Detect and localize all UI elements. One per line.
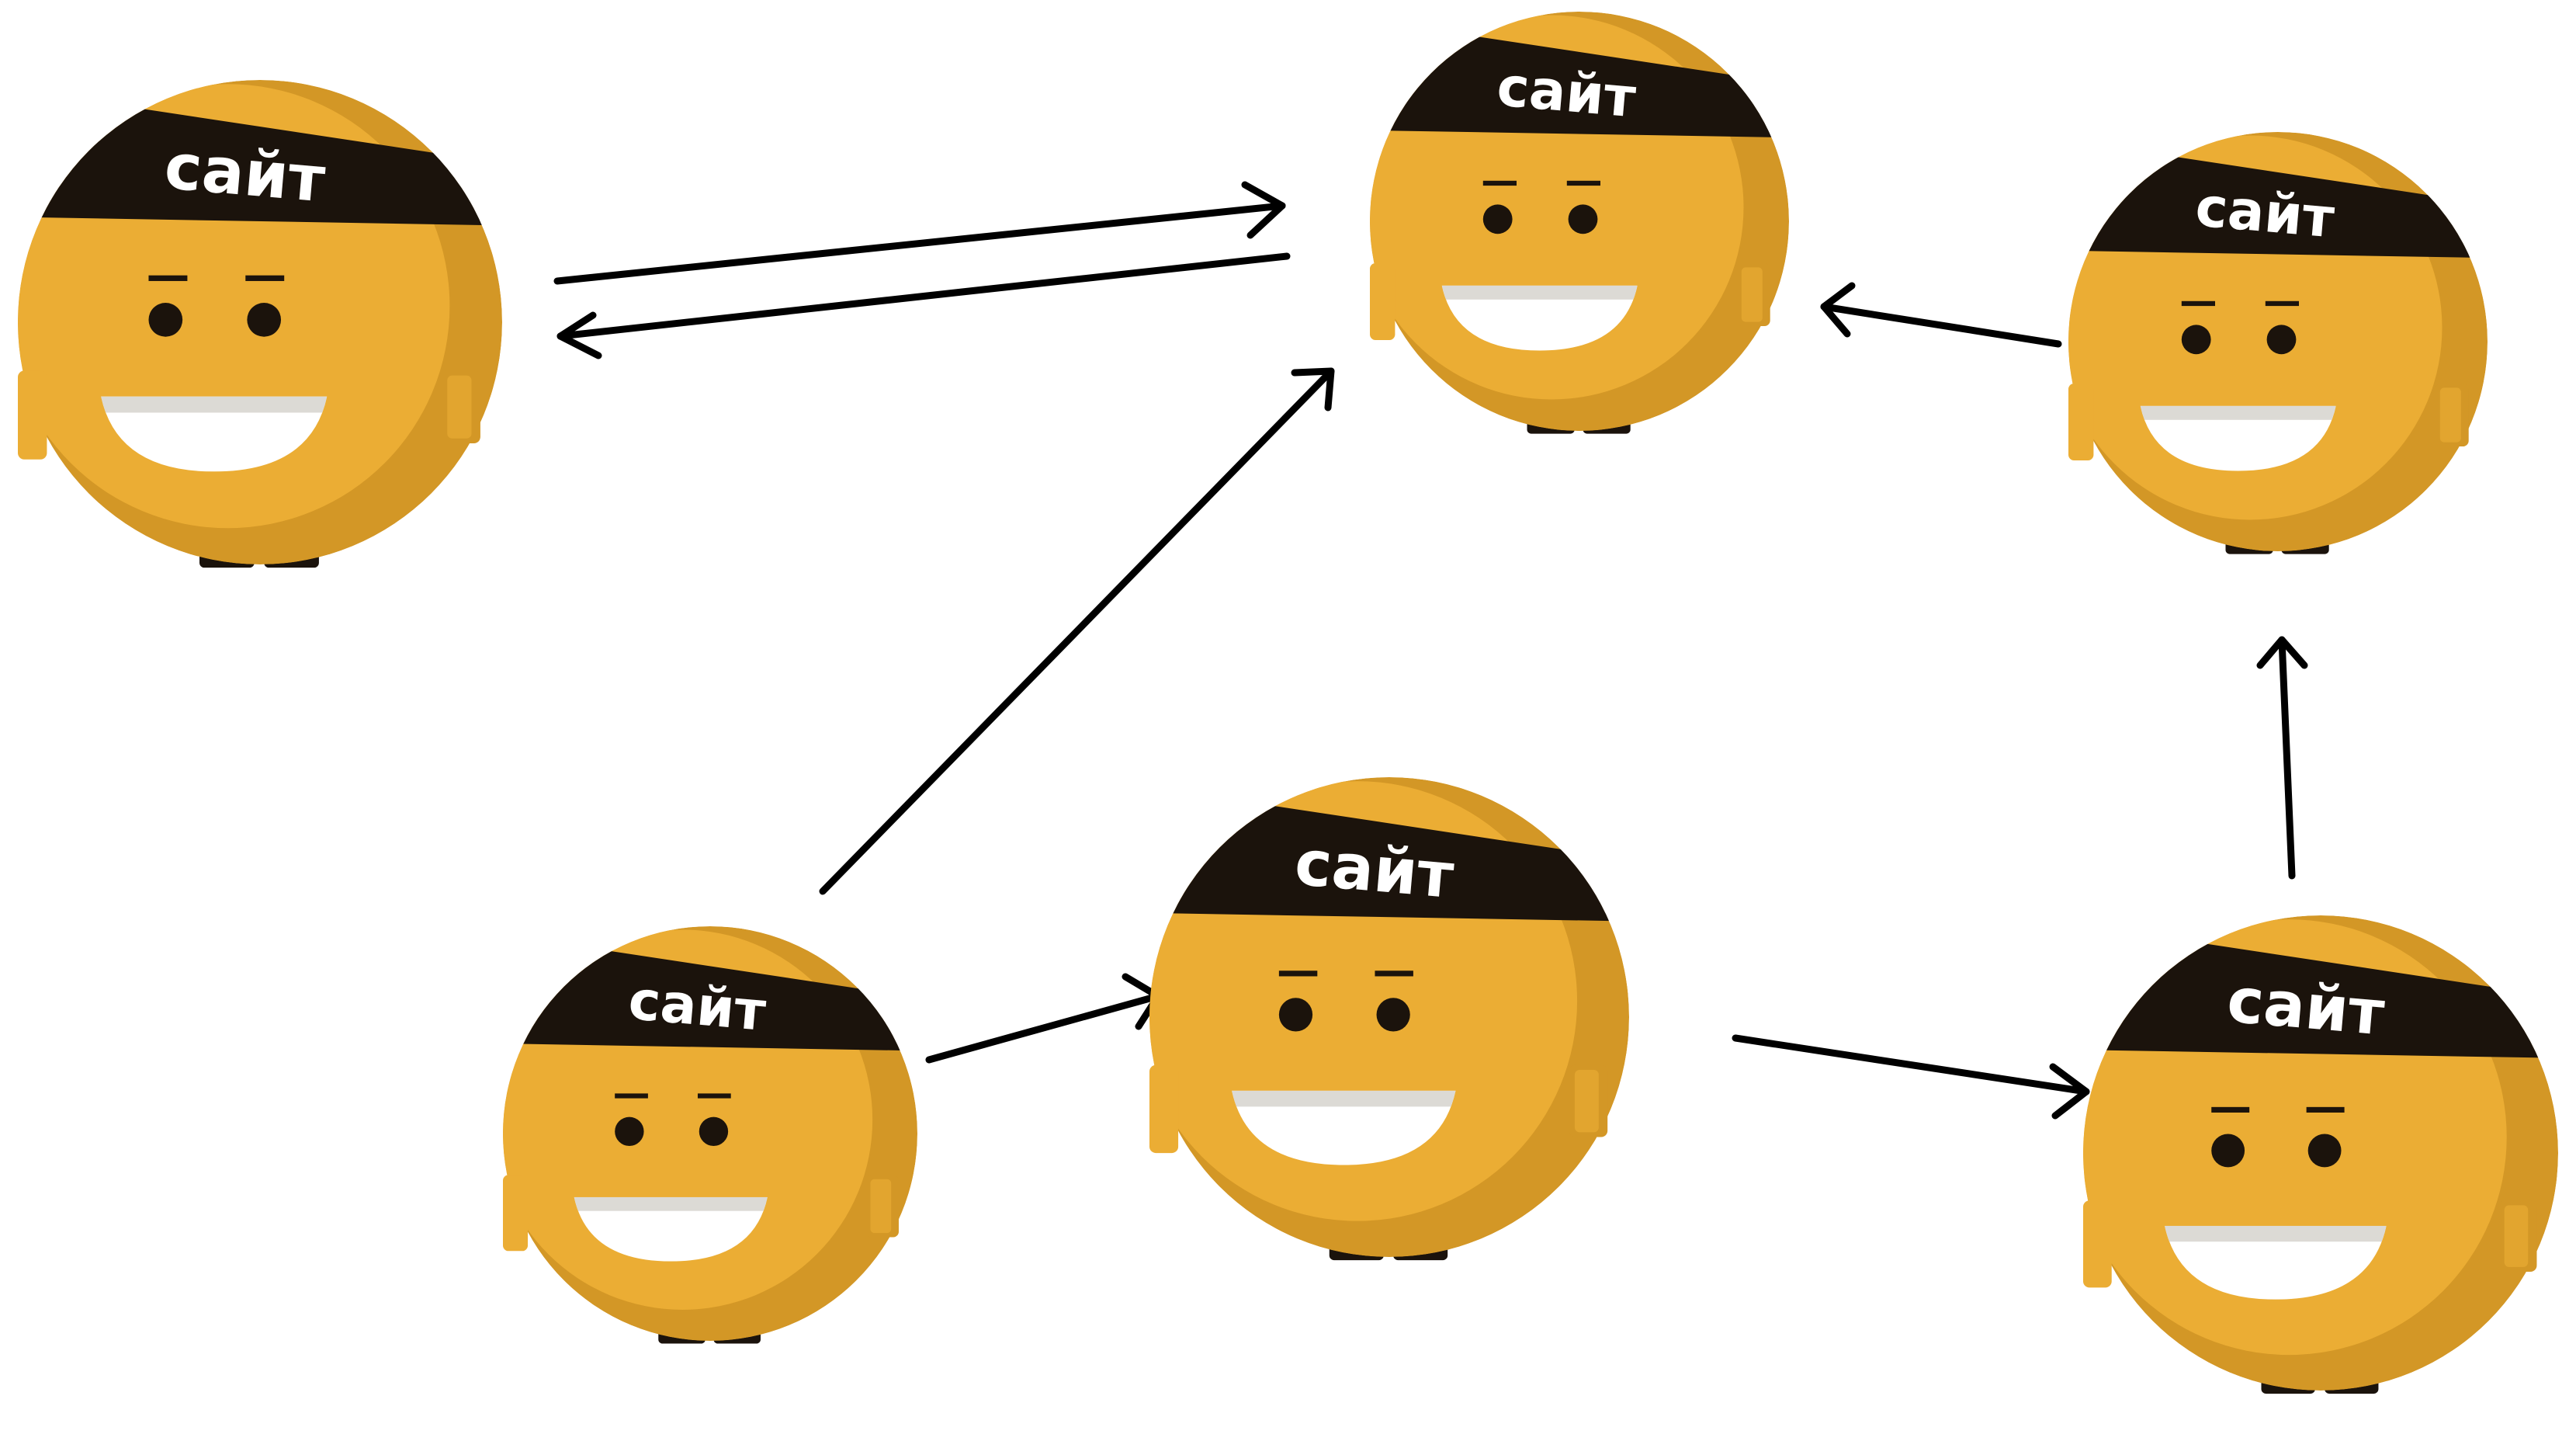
- headband: [509, 939, 911, 1051]
- site-label: сайт: [1495, 54, 1639, 130]
- site-character-bottom-left: сайт: [503, 926, 917, 1344]
- headband: [2075, 145, 2481, 258]
- site-character-top-right: сайт: [2068, 131, 2488, 554]
- eyebrows: [2211, 1106, 2345, 1113]
- headband: [2091, 931, 2550, 1058]
- arrow-bottom-left-to-top-center: [819, 367, 1335, 895]
- site-character-bottom-center: сайт: [1149, 777, 1629, 1261]
- headband: [26, 95, 494, 226]
- site-label: сайт: [2224, 964, 2387, 1049]
- eyes: [148, 303, 282, 337]
- eyebrows: [2181, 300, 2299, 307]
- eyes: [1278, 998, 1410, 1032]
- eyes: [2211, 1134, 2342, 1168]
- eyebrows: [615, 1093, 731, 1099]
- arrow-top-left-to-top-center: [553, 181, 1286, 285]
- arrow-top-right-to-top-center: [1820, 282, 2062, 348]
- site-character-top-left: сайт: [18, 80, 502, 568]
- eyes: [615, 1116, 729, 1147]
- site-label: сайт: [1292, 826, 1458, 913]
- eyes: [1482, 204, 1598, 234]
- arrow-top-center-to-top-left: [556, 252, 1291, 359]
- eyes: [2181, 325, 2297, 355]
- headband: [1377, 25, 1782, 138]
- site-label: сайт: [626, 970, 768, 1043]
- site-label: сайт: [161, 130, 328, 217]
- arrows-layer: [553, 181, 2308, 1120]
- characters-layer: сайт сайт сайт сайт сайт сайт: [18, 11, 2558, 1394]
- site-label: сайт: [2193, 175, 2338, 250]
- site-character-bottom-right: сайт: [2083, 915, 2558, 1394]
- eyebrows: [1278, 971, 1413, 977]
- eyebrows: [148, 275, 285, 281]
- arrow-bottom-center-to-bottom-right: [1732, 1034, 2090, 1120]
- arrow-bottom-right-to-top-right: [2256, 636, 2308, 880]
- site-character-top-center: сайт: [1369, 11, 1789, 434]
- arrow-bottom-left-to-bottom-center: [925, 973, 1162, 1064]
- eyebrows: [1482, 180, 1600, 186]
- headband: [1157, 793, 1621, 922]
